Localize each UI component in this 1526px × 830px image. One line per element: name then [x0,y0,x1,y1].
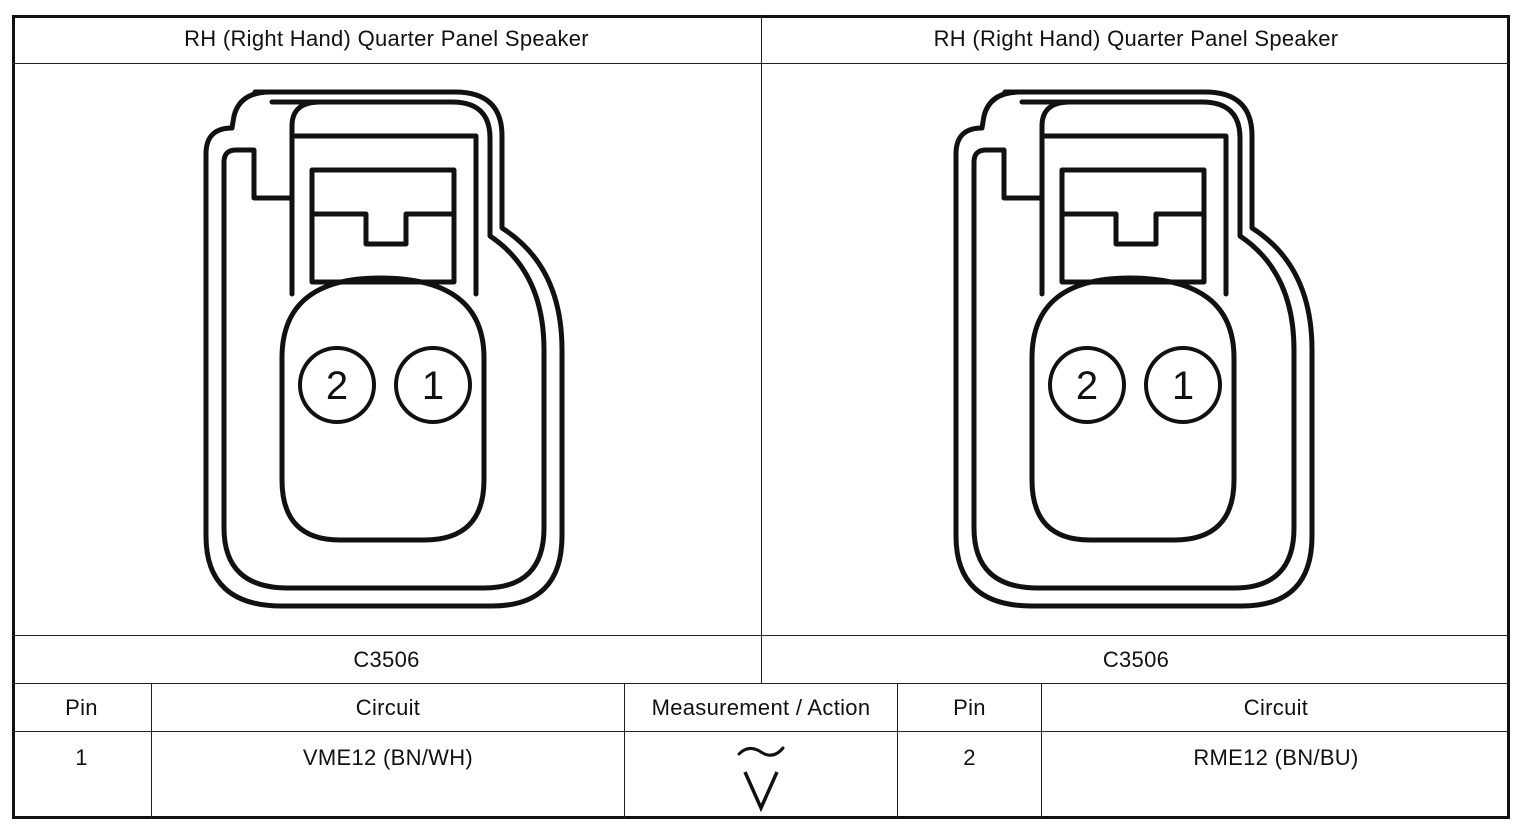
header-measurement: Measurement / Action [651,694,871,720]
connector-title-right: RH (Right Hand) Quarter Panel Speaker [933,26,1339,51]
row-circuit-b: RME12 (BN/BU) [1193,745,1359,770]
connector-title-left: RH (Right Hand) Quarter Panel Speaker [184,26,589,51]
divider-connectors [761,15,762,683]
ac-voltage-icon [737,746,785,812]
header-pin-b: Pin [953,694,986,720]
connector-id-right: C3506 [1102,646,1170,672]
divider-col-2 [624,683,625,819]
pin-label: 2 [1076,364,1098,408]
divider-connector-id [12,683,1510,684]
divider-col-3 [897,683,898,819]
connector-face-right: 2 1 [953,89,1315,609]
pin-label: 1 [422,364,444,408]
row-pin-a: 1 [75,745,88,770]
connector-id-left: C3506 [353,646,420,672]
divider-col-4 [1041,683,1042,819]
header-circuit-a: Circuit [355,694,421,720]
connector-face-left: 2 1 [203,89,565,609]
row-circuit-a: VME12 (BN/WH) [302,745,474,770]
divider-header [12,731,1510,732]
header-circuit-b: Circuit [1243,694,1309,720]
row-pin-b: 2 [963,745,976,770]
row-measurement [625,732,897,819]
pin-label: 1 [1172,364,1194,408]
pin-label: 2 [326,364,348,408]
header-pin-a: Pin [65,694,98,720]
divider-col-1 [151,683,152,819]
